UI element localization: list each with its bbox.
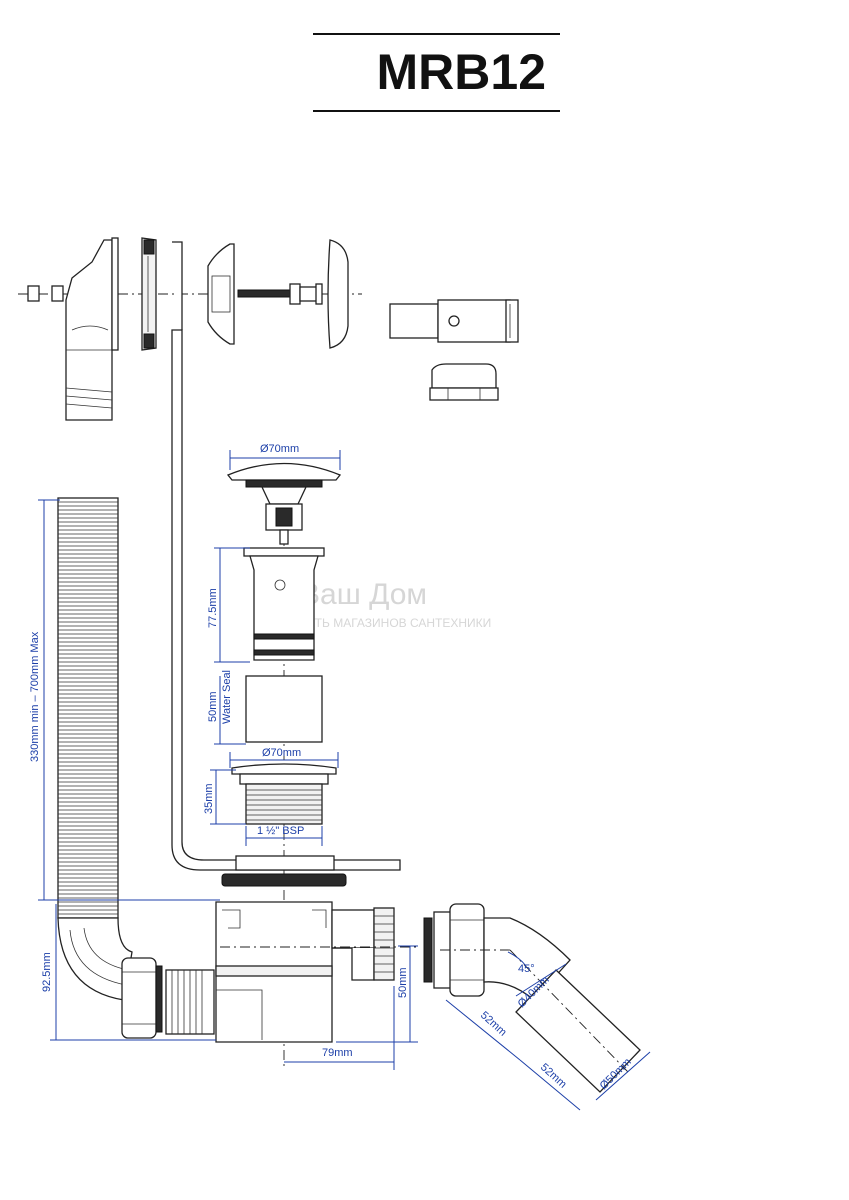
trap-body bbox=[165, 901, 420, 1043]
bath-wall-top bbox=[172, 241, 183, 330]
hose-straight bbox=[57, 497, 119, 919]
trap-outlet-thread bbox=[373, 907, 395, 981]
watermark-tagline: СЕТЬ МАГАЗИНОВ САНТЕХНИКИ bbox=[298, 616, 491, 630]
water-seal-sleeve bbox=[245, 675, 323, 743]
adapter-parts bbox=[389, 299, 519, 401]
label-water-seal-height: 50mm bbox=[207, 691, 219, 722]
threaded-body bbox=[245, 783, 323, 825]
adapter-cap bbox=[431, 363, 497, 389]
watermark-brand: Ваш Дом bbox=[300, 578, 427, 611]
label-bend-angle: 45° bbox=[518, 963, 535, 975]
overflow-cap bbox=[327, 239, 349, 349]
nut-small-2 bbox=[51, 285, 64, 302]
flexible-hose bbox=[57, 497, 163, 1039]
label-flange-diameter: Ø70mm bbox=[262, 747, 301, 759]
dimension-lines bbox=[38, 450, 651, 1111]
plug-body bbox=[249, 555, 319, 661]
plug-assembly bbox=[221, 462, 347, 1070]
label-outlet-height: 50mm bbox=[397, 967, 409, 998]
overflow-cover-base bbox=[207, 243, 235, 345]
adapter-sleeve bbox=[389, 303, 439, 339]
watermark: Ваш Дом СЕТЬ МАГАЗИНОВ САНТЕХНИКИ bbox=[298, 578, 491, 630]
overflow-flange bbox=[111, 237, 119, 351]
title-rule-top bbox=[313, 33, 560, 35]
label-thread-height: 35mm bbox=[203, 783, 215, 814]
nut-small-1 bbox=[27, 285, 40, 302]
flange-washer bbox=[235, 855, 335, 871]
title-rule-bottom bbox=[313, 110, 560, 112]
product-title: MRB12 bbox=[376, 44, 546, 100]
label-bend-length-b: 52mm bbox=[538, 1061, 569, 1090]
overflow-gasket bbox=[141, 237, 157, 351]
bend-pipe bbox=[515, 969, 641, 1093]
label-water-seal: Water Seal bbox=[221, 670, 233, 724]
plug-cap bbox=[226, 462, 342, 481]
label-trap-height: 92.5mm bbox=[41, 952, 53, 992]
label-hose-length: 330mm min – 700mm Max bbox=[29, 631, 41, 762]
trap-outlet-neck bbox=[331, 909, 375, 949]
label-thread-size: 1 ½" BSP bbox=[257, 825, 304, 837]
adapter-body bbox=[437, 299, 511, 343]
label-outlet-offset: 79mm bbox=[322, 1047, 353, 1059]
label-body-height: 77.5mm bbox=[207, 588, 219, 628]
bath-wall bbox=[171, 329, 401, 871]
hose-bend bbox=[57, 917, 133, 1001]
waste-flange bbox=[231, 763, 337, 775]
label-cap-diameter: Ø70mm bbox=[260, 443, 299, 455]
bend-outlet bbox=[423, 903, 641, 1093]
overflow-assembly bbox=[18, 237, 362, 421]
hose-nut bbox=[121, 957, 157, 1039]
plug-body-flange bbox=[243, 547, 325, 557]
overflow-bolt bbox=[237, 289, 291, 298]
label-bend-length-a: 52mm bbox=[478, 1009, 509, 1038]
sealing-gasket bbox=[221, 873, 347, 887]
